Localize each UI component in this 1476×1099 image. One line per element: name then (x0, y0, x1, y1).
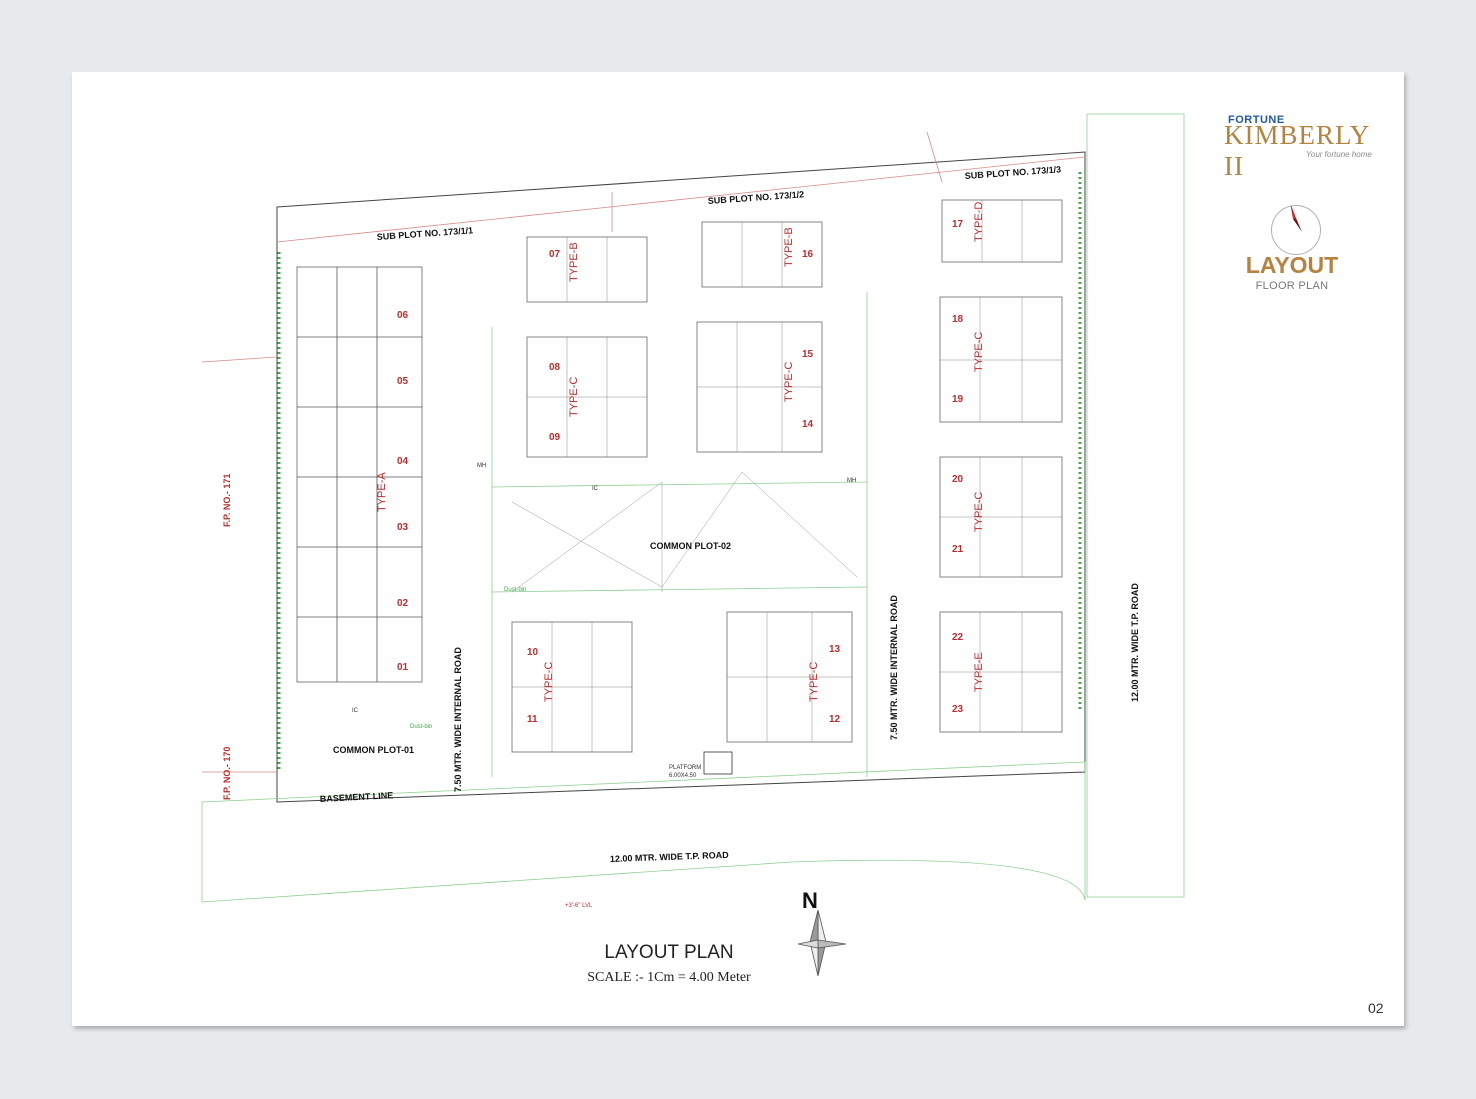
unit-number: 05 (397, 376, 409, 387)
mh-label: MH (477, 463, 486, 469)
ic-label: IC (352, 708, 359, 714)
type-label: TYPE-D (973, 202, 985, 242)
type-label: TYPE-C (808, 662, 820, 702)
type-label: TYPE-C (973, 332, 985, 372)
brand-tagline: Your fortune home (1306, 150, 1372, 159)
type-label: TYPE-E (973, 652, 985, 692)
unit-number: 02 (397, 598, 409, 609)
internal-road-label: 7.50 MTR. WIDE INTERNAL ROAD (889, 595, 899, 740)
unit-number: 22 (952, 632, 964, 643)
fp-label: F.P. NO.- 171 (222, 474, 232, 527)
brand-fortune: FORTUNE (1228, 114, 1285, 126)
brand-kimberly: KIMBERLY II (1224, 120, 1370, 181)
page-sheet: FORTUNE KIMBERLY II Your fortune home N … (72, 72, 1404, 1026)
platform-size: 6.00X4.50 (669, 773, 697, 779)
unit-number: 08 (549, 362, 561, 373)
unit-number: 23 (952, 704, 964, 715)
unit-number: 11 (527, 714, 538, 725)
common-plot-label: COMMON PLOT-01 (333, 745, 414, 755)
basement-line-label: BASEMENT LINE (320, 790, 394, 804)
unit-number: 15 (802, 349, 814, 360)
type-label: TYPE-B (783, 227, 795, 267)
type-label: TYPE-C (543, 662, 555, 702)
mh-label: MH (847, 478, 856, 484)
unit-number: 07 (549, 249, 561, 260)
unit-number: 13 (829, 644, 841, 655)
dustbin-label: Dust-bin (504, 587, 526, 593)
type-label: TYPE-C (568, 377, 580, 417)
type-label: TYPE-A (376, 472, 388, 512)
road-label: 12.00 MTR. WIDE T.P. ROAD (1130, 583, 1140, 702)
page-number: 02 (1368, 1000, 1384, 1016)
unit-number: 21 (952, 544, 964, 555)
plan-title: LAYOUT PLAN (604, 942, 734, 963)
unit-number: 10 (527, 647, 539, 658)
unit-number: 01 (397, 662, 409, 673)
sub-plot-label: SUB PLOT NO. 173/1/2 (707, 189, 804, 206)
dustbin-label: Dust-bin (410, 724, 432, 730)
type-label: TYPE-C (783, 362, 795, 402)
unit-number: 16 (802, 249, 814, 260)
unit-number: 20 (952, 474, 964, 485)
page-title: LAYOUT (1245, 252, 1339, 278)
unit-number: 03 (397, 522, 409, 533)
north-arrow-icon (797, 910, 847, 977)
road-label: 12.00 MTR. WIDE T.P. ROAD (610, 850, 730, 864)
unit-number: 06 (397, 310, 409, 321)
unit-number: 09 (549, 432, 561, 443)
sub-plot-label: SUB PLOT NO. 173/1/3 (964, 164, 1061, 181)
unit-number: 12 (829, 714, 841, 725)
fp-label: F.P. NO.- 170 (222, 747, 232, 800)
platform-label: PLATFORM (669, 765, 701, 771)
unit-number: 18 (952, 314, 964, 325)
compass-icon: N (1271, 205, 1321, 255)
unit-number: 19 (952, 394, 964, 405)
layout-plan-drawing: 01 02 03 04 05 06 07 08 09 10 11 12 13 1… (201, 113, 1185, 909)
unit-number: 04 (397, 456, 409, 467)
north-letter: N (802, 888, 818, 913)
type-label: TYPE-C (973, 492, 985, 532)
plan-scale: SCALE :- 1Cm = 4.00 Meter (587, 970, 751, 985)
page-subtitle: FLOOR PLAN (1255, 280, 1329, 292)
unit-number: 17 (952, 219, 964, 230)
level-label: +3'-6" LVL (565, 903, 593, 909)
internal-road-label: 7.50 MTR. WIDE INTERNAL ROAD (453, 647, 463, 792)
common-plot-label: COMMON PLOT-02 (650, 541, 731, 551)
type-label: TYPE-B (568, 242, 580, 282)
unit-number: 14 (802, 419, 814, 430)
compass-needle-icon: N (1290, 206, 1302, 232)
sub-plot-label: SUB PLOT NO. 173/1/1 (376, 225, 473, 242)
ic-label: IC (592, 486, 599, 492)
